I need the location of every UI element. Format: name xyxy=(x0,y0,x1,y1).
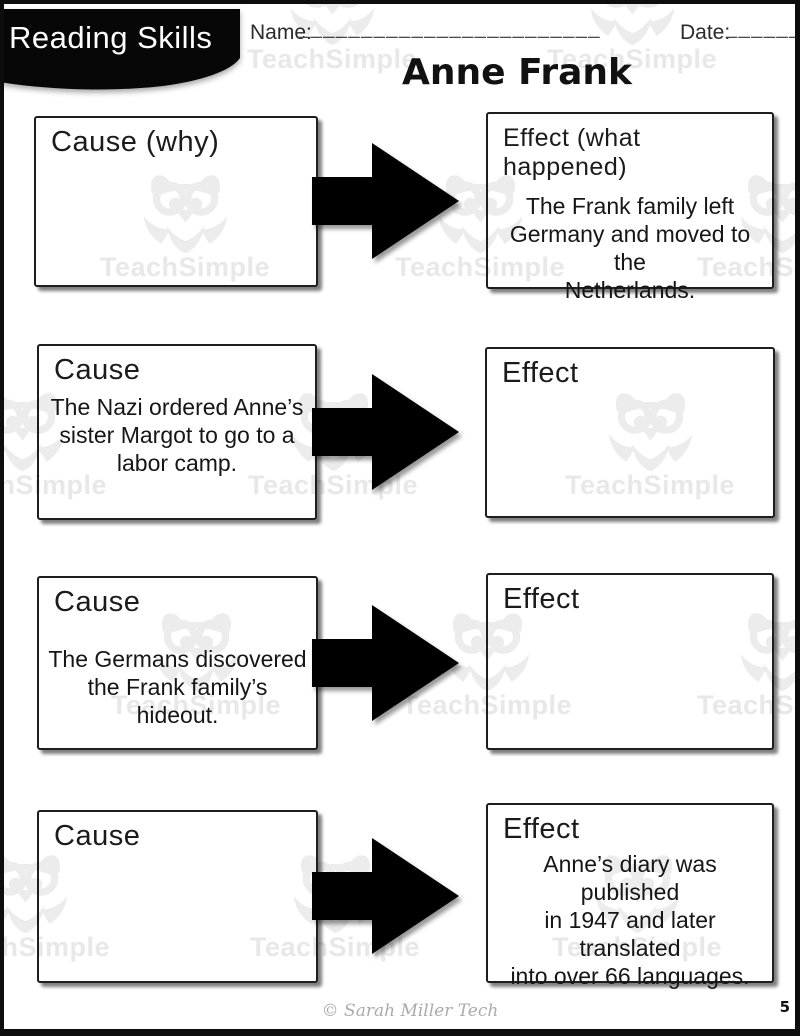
effect-body: Anne’s diary was published in 1947 and l… xyxy=(510,851,750,989)
cause-box-3: Cause The Germans discovered the Frank f… xyxy=(37,576,318,750)
date-label: Date: xyxy=(680,21,731,44)
effect-heading: Effect xyxy=(503,813,580,845)
worksheet-title: Anne Frank xyxy=(402,52,632,93)
banner-wave-shape xyxy=(0,9,240,90)
cause-heading: Cause xyxy=(54,354,141,386)
effect-heading: Effect (what happened) xyxy=(503,124,641,181)
cause-body: The Germans discovered the Frank family’… xyxy=(48,646,307,728)
cause-box-4: Cause xyxy=(37,810,318,983)
right-arrow-icon xyxy=(310,599,462,727)
effect-box-4: Effect Anne’s diary was published in 194… xyxy=(486,803,774,989)
reading-skills-banner: Reading Skills xyxy=(0,0,252,104)
effect-box-1: Effect (what happened) The Frank family … xyxy=(486,112,774,303)
watermark-text: TeachSimple xyxy=(246,44,418,74)
right-arrow-icon xyxy=(310,832,462,960)
effect-heading: Effect xyxy=(502,357,579,389)
effect-heading: Effect xyxy=(503,583,580,615)
effect-box-3: Effect xyxy=(486,573,774,750)
banner-title: Reading Skills xyxy=(9,20,213,55)
cause-box-1: Cause (why) xyxy=(34,116,318,287)
cause-heading: Cause xyxy=(54,586,141,618)
cause-heading: Cause (why) xyxy=(51,126,220,158)
cause-box-2: Cause The Nazi ordered Anne’s sister Mar… xyxy=(37,344,317,520)
cause-heading: Cause xyxy=(54,820,141,852)
right-arrow-icon xyxy=(310,368,462,496)
date-line: ________ xyxy=(726,17,800,39)
effect-box-2: Effect xyxy=(485,347,775,518)
cause-body: The Nazi ordered Anne’s sister Margot to… xyxy=(50,394,304,476)
effect-body: The Frank family left Germany and moved … xyxy=(509,193,751,303)
copyright-credit: © Sarah Miller Tech xyxy=(321,1001,499,1021)
right-arrow-icon xyxy=(310,137,462,265)
name-line: ________________________ xyxy=(298,17,601,39)
page-number: 5 xyxy=(779,998,790,1016)
